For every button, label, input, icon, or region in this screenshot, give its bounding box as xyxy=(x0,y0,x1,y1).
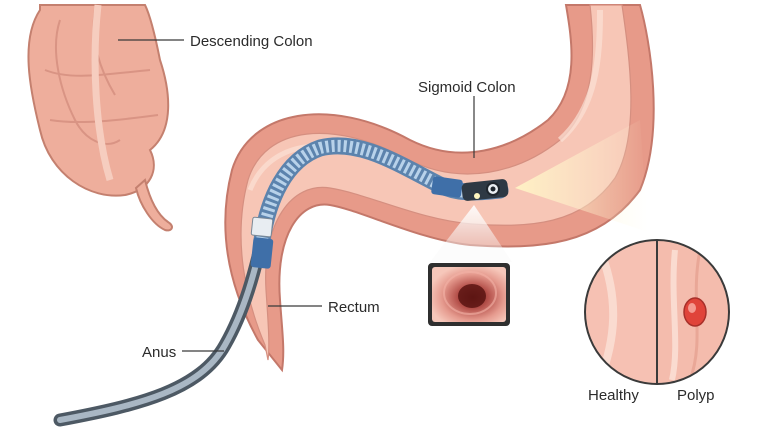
label-anus: Anus xyxy=(142,344,176,361)
light-source-icon xyxy=(474,193,480,199)
endoscope xyxy=(250,137,509,269)
label-healthy: Healthy xyxy=(588,387,639,404)
polyp-marker xyxy=(683,297,707,327)
label-rectum: Rectum xyxy=(328,299,380,316)
descending-colon-illustration xyxy=(27,4,173,232)
light-cone-down xyxy=(430,205,512,262)
tissue-comparison-icon xyxy=(584,239,730,385)
light-beam xyxy=(515,120,648,232)
label-polyp: Polyp xyxy=(677,387,715,404)
endoscope-view-icon xyxy=(428,263,510,326)
label-sigmoid-colon: Sigmoid Colon xyxy=(418,79,516,96)
label-descending-colon: Descending Colon xyxy=(190,33,313,50)
